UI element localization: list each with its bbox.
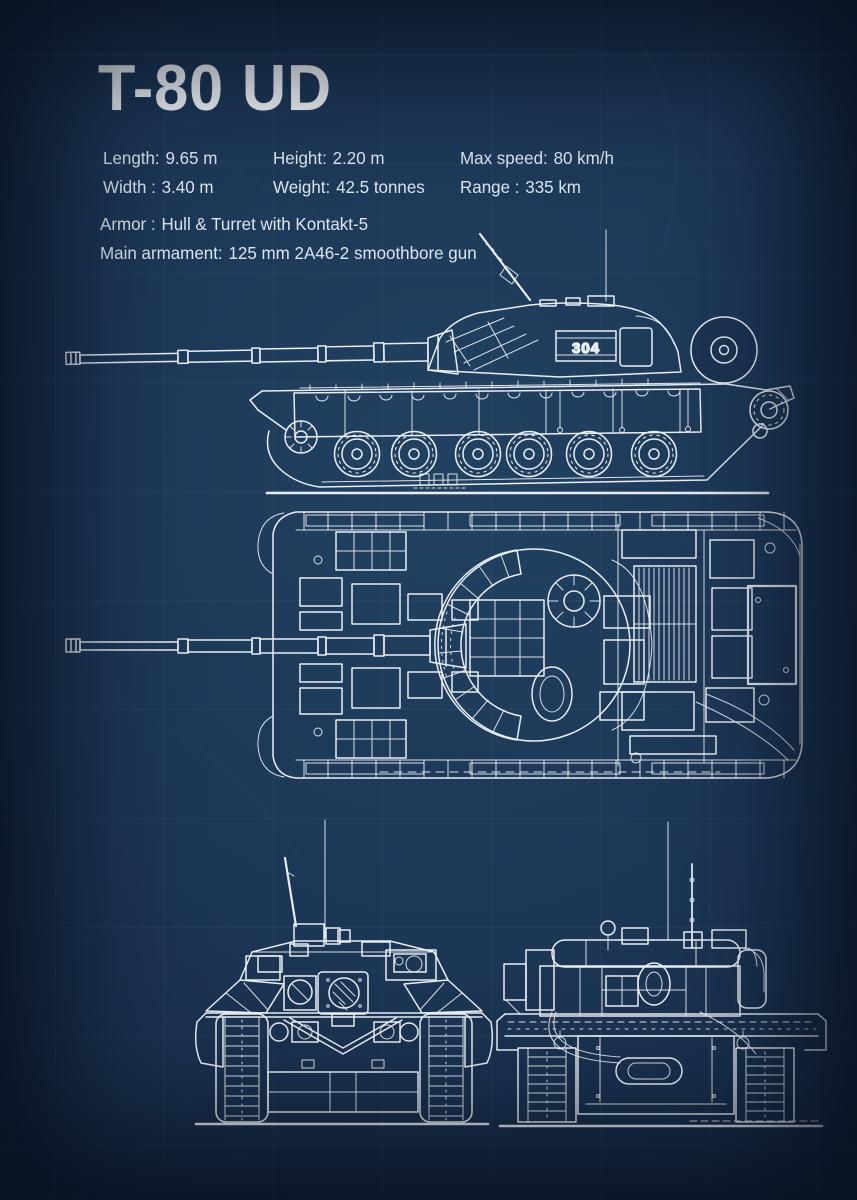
spec-range-value: 335 km xyxy=(525,177,581,197)
spec-main-armament-value: 125 mm 2A46-2 smoothbore gun xyxy=(228,243,477,263)
poster-title: T-80 UD xyxy=(98,51,333,124)
spec-weight: Weight:42.5 tonnes xyxy=(273,173,425,202)
spec-column-mass: Height:2.20 m Weight:42.5 tonnes xyxy=(273,144,425,202)
spec-main-armament-label: Main armament: xyxy=(100,243,223,263)
turret-number: 304 xyxy=(572,340,600,357)
spec-max-speed-label: Max speed: xyxy=(460,148,548,168)
spec-height-label: Height: xyxy=(273,148,327,168)
spec-length-label: Length: xyxy=(103,148,160,168)
spec-width: Width :3.40 m xyxy=(103,173,217,202)
spec-armor: Armor :Hull & Turret with Kontakt-5 xyxy=(100,210,477,239)
spec-width-label: Width : xyxy=(103,177,156,197)
spec-weight-value: 42.5 tonnes xyxy=(336,177,425,197)
spec-weight-label: Weight: xyxy=(273,177,331,197)
spec-max-speed-value: 80 km/h xyxy=(553,148,614,168)
tank-top-view-drawing xyxy=(65,511,803,779)
tank-rear-view-drawing xyxy=(496,821,827,1128)
tank-front-view-drawing xyxy=(194,819,494,1126)
spec-armor-value: Hull & Turret with Kontakt-5 xyxy=(161,214,369,234)
spec-column-performance: Max speed:80 km/h Range :335 km xyxy=(460,144,614,202)
spec-main-armament: Main armament:125 mm 2A46-2 smoothbore g… xyxy=(100,239,477,268)
spec-range: Range :335 km xyxy=(460,173,614,202)
spec-length: Length:9.65 m xyxy=(103,144,217,173)
spec-length-value: 9.65 m xyxy=(165,148,218,168)
spec-range-label: Range : xyxy=(460,177,520,197)
spec-details-block: Armor :Hull & Turret with Kontakt-5 Main… xyxy=(100,210,477,268)
spec-column-dimensions: Length:9.65 m Width :3.40 m xyxy=(103,144,217,202)
tank-side-view-drawing: 304 xyxy=(65,229,795,495)
spec-max-speed: Max speed:80 km/h xyxy=(460,144,614,173)
spec-height-value: 2.20 m xyxy=(332,148,385,168)
spec-armor-label: Armor : xyxy=(100,214,156,234)
spec-width-value: 3.40 m xyxy=(161,177,214,197)
spec-height: Height:2.20 m xyxy=(273,144,425,173)
